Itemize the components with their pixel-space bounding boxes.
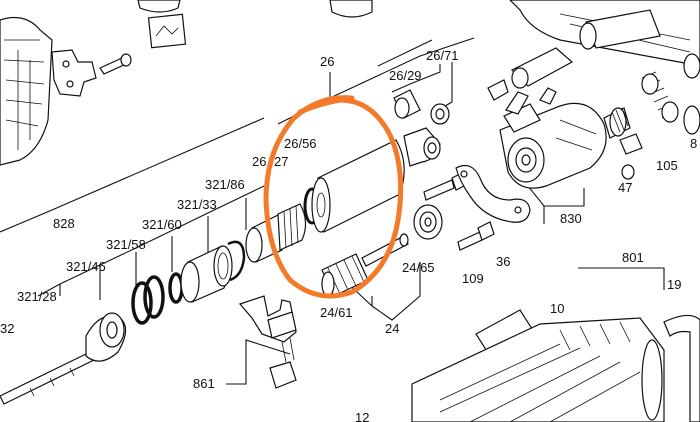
pin-stack-upper <box>487 47 574 101</box>
label-321-58: 321/58 <box>106 237 146 252</box>
leader-frame-830 <box>527 185 585 224</box>
spring-105 <box>641 71 679 123</box>
brush-holder-861 <box>238 295 297 389</box>
gear-24-61 <box>321 253 369 297</box>
fan-47 <box>603 107 643 180</box>
label-8: 8 <box>690 136 697 151</box>
o-rings-321-58 <box>131 272 184 325</box>
leader-frame-801 <box>578 267 665 290</box>
label-26-71: 26/71 <box>426 48 459 63</box>
bracket-plate <box>51 49 97 97</box>
label-321-33: 321/33 <box>177 197 217 212</box>
leader-frame-26-29 <box>391 64 441 93</box>
label-24-65: 24/65 <box>402 260 435 275</box>
label-47: 47 <box>618 180 632 195</box>
bracket-36 <box>455 165 531 223</box>
drive-shaft <box>0 312 127 405</box>
pin-26-29 <box>393 89 421 119</box>
label-27: 27 <box>274 154 288 169</box>
sleeve-321-33 <box>180 245 233 303</box>
highlight-circle-annotation <box>263 95 404 299</box>
label-109: 109 <box>462 271 484 286</box>
snap-ring-321-86 <box>227 240 246 282</box>
motor-sleeve-top-right <box>509 0 700 71</box>
piston-26-56 <box>311 139 405 233</box>
bearing-24-65 <box>413 204 443 240</box>
label-24-61: 24/61 <box>320 305 353 320</box>
label-801: 801 <box>622 250 644 265</box>
leader-frame-861 <box>226 339 291 385</box>
label-321-86: 321/86 <box>205 177 245 192</box>
clip-19 <box>663 314 700 422</box>
label-861: 861 <box>193 376 215 391</box>
leader-frame-828 <box>0 117 265 233</box>
washer-26-71 <box>430 103 450 125</box>
piston-end-26-71 <box>403 127 441 167</box>
label-10: 10 <box>550 301 564 316</box>
label-830: 830 <box>560 211 582 226</box>
label-26-29: 26/29 <box>389 68 422 83</box>
label-24: 24 <box>385 321 399 336</box>
label-19: 19 <box>667 277 681 292</box>
label-26: 26 <box>320 54 334 69</box>
leader-frame-321 <box>37 185 265 297</box>
crank-housing-830 <box>499 87 607 189</box>
ring-right-edge <box>683 53 700 135</box>
decal-label <box>147 13 187 49</box>
label-321-46: 321/46 <box>66 259 106 274</box>
screw-top <box>99 53 132 75</box>
label-32: 32 <box>0 321 14 336</box>
screw-lower-109 <box>457 221 495 251</box>
top-cylinder-part <box>137 0 373 18</box>
motor-stator <box>411 317 665 422</box>
label-828: 828 <box>53 216 75 231</box>
label-36: 36 <box>496 254 510 269</box>
label-26-left: 26 <box>252 154 266 169</box>
housing-top-left <box>0 17 53 166</box>
label-12: 12 <box>355 410 369 422</box>
label-321-60: 321/60 <box>142 217 182 232</box>
label-105: 105 <box>656 158 678 173</box>
label-26-56: 26/56 <box>284 136 317 151</box>
label-321-28: 321/28 <box>17 289 57 304</box>
leader-drops-321 <box>59 198 247 300</box>
